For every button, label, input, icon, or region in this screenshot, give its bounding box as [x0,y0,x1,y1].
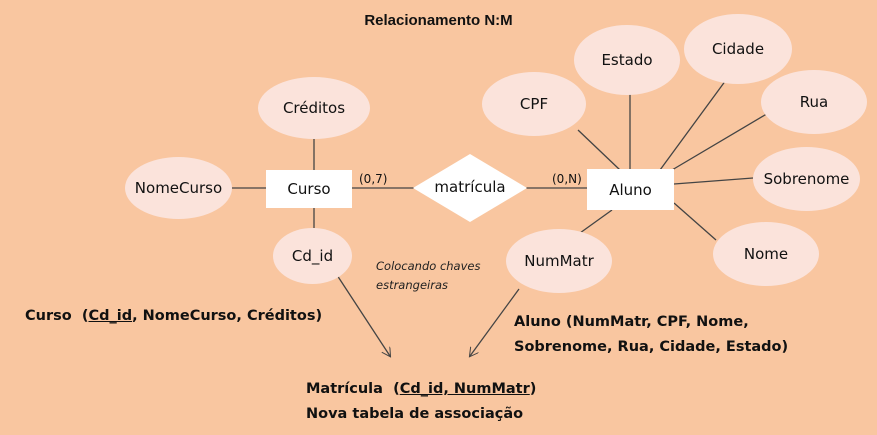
relationship-diamond [413,154,527,222]
schema-matricula-pk: Cd_id, NumMatr [399,381,530,397]
relationship-label: matrícula [434,178,506,196]
arrow-nummatr-to-matricula [470,288,520,356]
arrow-cdid-to-matricula [334,271,390,356]
attribute-nummatr: NumMatr [506,229,612,293]
attribute-rua: Rua [761,70,867,134]
schema-matricula-close: ) [529,381,537,397]
note-line-2: estrangeiras [376,278,448,292]
schema-matricula-open: ( [393,381,400,397]
schema-matricula-line: Matrícula (Cd_id, NumMatr) [306,377,536,402]
schema-aluno-line-1: Aluno (NumMatr, CPF, Nome, [514,314,749,330]
cardinality-aluno: (0,N) [552,172,582,186]
schema-curso-rest: , NomeCurso, Créditos) [132,308,323,324]
entity-aluno: Aluno [587,169,674,210]
note-line-1: Colocando chaves [376,259,481,273]
cardinality-curso: (0,7) [359,172,388,186]
schema-curso-open: ( [81,308,89,324]
diagram-title: Relacionamento N:M [364,12,513,29]
attribute-nome: Nome [713,222,819,286]
foreign-key-note: Colocando chaves estrangeiras [376,257,480,295]
entity-curso: Curso [266,170,352,208]
line-aluno-cidade [659,79,727,171]
attribute-estado: Estado [574,25,680,95]
attribute-nomecurso: NomeCurso [125,157,232,219]
attribute-cpf: CPF [482,72,586,136]
attribute-cd-id: Cd_id [273,228,352,284]
attribute-creditos: Créditos [258,77,370,139]
line-aluno-rua [671,111,771,171]
schema-curso-name: Curso [25,308,72,324]
schema-matricula-subtitle: Nova tabela de associação [306,406,524,422]
schema-aluno: Aluno (NumMatr, CPF, Nome, Sobrenome, Ru… [514,310,788,360]
schema-curso: Curso (Cd_id, NomeCurso, Créditos) [25,304,322,329]
schema-aluno-line-2: Sobrenome, Rua, Cidade, Estado) [514,339,789,355]
schema-curso-pk: Cd_id [88,308,133,324]
line-aluno-cpf [577,129,621,171]
line-aluno-nummatr [579,209,613,234]
schema-matricula-name: Matrícula [306,381,383,397]
line-aluno-sobrenome [673,177,754,185]
schema-matricula: Matrícula (Cd_id, NumMatr) Nova tabela d… [306,377,536,427]
attribute-cidade: Cidade [684,14,792,84]
attribute-sobrenome: Sobrenome [753,147,860,211]
line-aluno-nome [673,202,717,241]
